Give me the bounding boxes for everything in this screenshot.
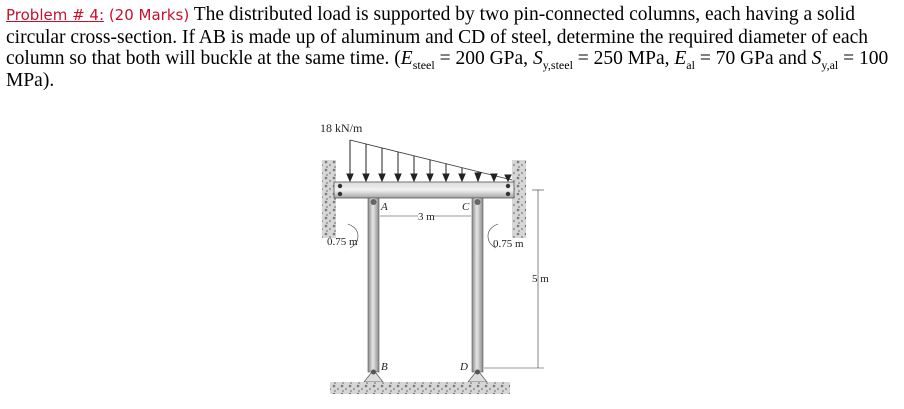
pin-c bbox=[474, 199, 481, 205]
column-ab bbox=[367, 197, 380, 373]
pin-a bbox=[370, 199, 377, 205]
problem-marks: (20 Marks) bbox=[108, 6, 190, 24]
right-offset-label: 0.75 m bbox=[493, 238, 524, 250]
load-label: 18 kN/m bbox=[320, 121, 363, 135]
support-d bbox=[467, 369, 488, 383]
span-label: 3 m bbox=[418, 211, 435, 223]
sy-steel-value: = 250 MPa, bbox=[572, 48, 670, 69]
e-al-value: = 70 GPa and bbox=[694, 48, 812, 69]
distributed-load bbox=[346, 139, 513, 183]
sy-al-symbol: S bbox=[811, 48, 822, 69]
beam-end-pins bbox=[337, 183, 511, 197]
e-al-symbol: E bbox=[674, 48, 687, 69]
height-dimension bbox=[484, 189, 544, 369]
right-wall bbox=[512, 160, 526, 238]
sy-al-subscript: y,al bbox=[821, 57, 839, 72]
label-b: B bbox=[381, 361, 388, 373]
beam bbox=[333, 181, 515, 199]
sy-al-value: = 100 MPa). bbox=[6, 48, 889, 91]
column-cd bbox=[471, 197, 484, 373]
problem-text: The distributed load is supported by two… bbox=[6, 4, 869, 69]
left-wall bbox=[322, 160, 336, 238]
label-d: D bbox=[459, 361, 468, 373]
right-offset-marker bbox=[487, 223, 499, 249]
sy-steel-symbol: S bbox=[532, 48, 543, 69]
e-steel-symbol: E bbox=[400, 48, 413, 69]
problem-number: Problem # 4: bbox=[6, 6, 105, 24]
problem-header: Problem # 4: (20 Marks) bbox=[6, 6, 189, 24]
left-offset-marker bbox=[347, 223, 359, 249]
sy-steel-subscript: y,steel bbox=[542, 57, 573, 72]
column-figure: 18 kN/m bbox=[320, 121, 549, 394]
e-steel-subscript: steel bbox=[412, 57, 435, 72]
label-c: C bbox=[462, 201, 470, 213]
e-al-subscript: al bbox=[686, 57, 695, 72]
problem-statement: Problem # 4: (20 Marks) The distributed … bbox=[6, 4, 898, 91]
height-label: 5 m bbox=[532, 273, 549, 285]
e-steel-value: = 200 GPa, bbox=[434, 48, 533, 69]
ground bbox=[330, 382, 510, 394]
label-a: A bbox=[380, 201, 388, 213]
left-offset-label: 0.75 m bbox=[327, 236, 358, 248]
